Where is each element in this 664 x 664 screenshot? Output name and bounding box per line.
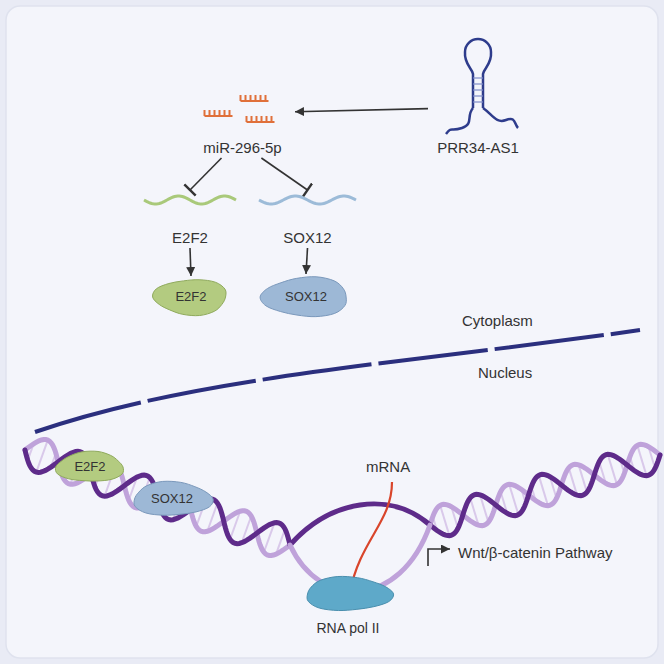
nuclear-membrane <box>35 330 640 432</box>
mrna-node: SOX12 <box>255 190 360 248</box>
node-label: E2F2 <box>172 229 208 247</box>
node-shape <box>428 28 528 158</box>
panel <box>6 6 658 658</box>
mirna-node: miR-296-5p <box>190 92 295 158</box>
node-label: RNA pol II <box>316 620 379 637</box>
mrna-wave <box>144 196 236 204</box>
node-label: E2F2 <box>74 459 105 475</box>
dna-helix <box>25 440 660 592</box>
lncrna-node: PRR34-AS1 <box>428 28 528 158</box>
protein-shape <box>260 277 346 317</box>
mirna-icon <box>247 116 275 122</box>
inhibition-line <box>261 158 307 190</box>
protein-blob: SOX12 <box>128 479 216 519</box>
pathway-label: Wnt/β-catenin Pathway <box>458 544 613 562</box>
node-label: SOX12 <box>151 491 193 507</box>
hairpin-icon <box>473 83 483 84</box>
protein-shape <box>153 280 227 316</box>
hairpin-icon <box>473 95 483 96</box>
mirna-icon <box>241 95 269 101</box>
region-label: Nucleus <box>478 364 532 382</box>
node-label: miR-296-5p <box>203 139 281 157</box>
mrna-strand <box>350 482 392 592</box>
node-label: SOX12 <box>283 229 331 247</box>
polymerase-shape <box>307 576 394 610</box>
hairpin-icon <box>473 101 483 102</box>
dna-strand <box>25 440 290 556</box>
hairpin-icon <box>473 77 483 78</box>
protein-blob: E2F2 <box>52 449 128 485</box>
inhibition-line <box>190 158 222 190</box>
protein-blob: SOX12 <box>258 274 354 320</box>
hairpin-icon <box>483 108 518 128</box>
mrna-node: E2F2 <box>140 190 240 248</box>
node-label: SOX12 <box>285 289 327 305</box>
protein-shape <box>55 451 123 481</box>
dna-strand <box>290 504 430 545</box>
mrna-wave <box>259 196 356 204</box>
node-label: PRR34-AS1 <box>437 139 519 157</box>
arrow-connector <box>190 248 191 276</box>
hairpin-icon <box>446 108 473 134</box>
protein-blob: E2F2 <box>150 276 232 318</box>
region-label: Cytoplasm <box>462 312 533 330</box>
hairpin-icon <box>465 39 491 108</box>
dna-strand <box>25 450 290 545</box>
hairpin-icon <box>473 89 483 90</box>
node-label: E2F2 <box>175 289 206 305</box>
polymerase-node: RNA pol II <box>300 574 396 638</box>
dna-strand <box>430 454 660 535</box>
mirna-icon <box>205 110 233 116</box>
arrow-connector <box>295 109 428 112</box>
molecule-label: mRNA <box>366 458 410 476</box>
protein-shape <box>134 481 213 515</box>
transcription-start-arrow <box>428 549 450 566</box>
arrow-connector <box>306 248 308 274</box>
